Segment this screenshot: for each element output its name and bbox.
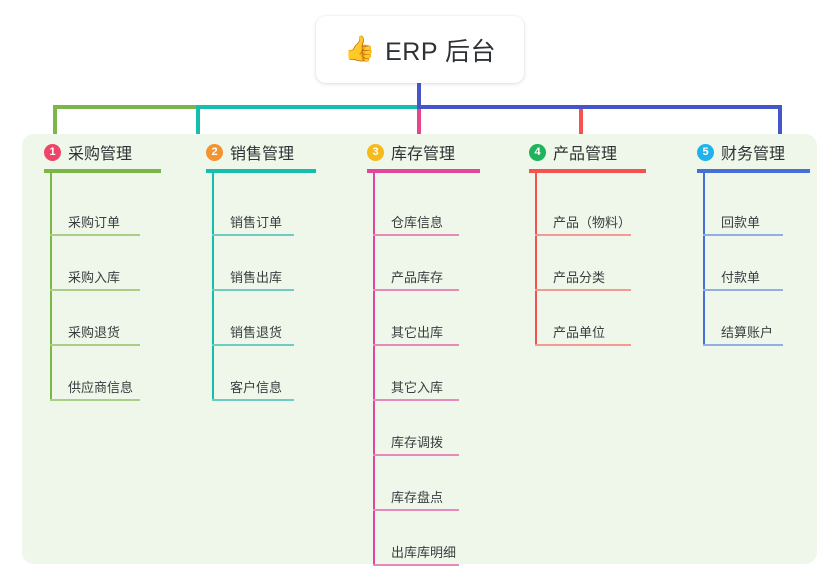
branch-item-label: 库存调拨 [391,435,444,450]
connector-stub-2 [196,109,200,139]
branch-index-badge: 1 [44,143,61,161]
branch-header-rule [44,169,161,173]
branch-header-5[interactable]: 5 财务管理 [697,140,785,164]
branch-item-rule [703,344,783,346]
branch-item-rule [535,234,631,236]
branch-header-4[interactable]: 4 产品管理 [529,140,617,164]
branch-spine [212,173,214,399]
connector-stub-4 [579,109,583,139]
branch-item-rule [373,289,459,291]
thumbs-up-icon: 👍 [343,35,376,63]
root-trunk-connector [417,83,421,109]
branch-item-label: 库存盘点 [391,490,444,505]
branch-header-rule [697,169,810,173]
connector-bar-segment-3 [417,105,782,109]
branch-index-badge: 4 [529,143,546,161]
branch-item-rule [373,454,459,456]
branch-item-label: 客户信息 [230,380,283,395]
branch-spine [703,173,705,344]
branch-item-label: 供应商信息 [68,380,134,395]
branch-item-label: 采购入库 [68,270,121,285]
branch-spine [50,173,52,399]
branch-item-label: 出库库明细 [391,545,457,560]
branch-title: 库存管理 [391,146,456,163]
branch-index-badge: 5 [697,143,714,161]
connector-bar-segment-1 [53,105,198,109]
branch-header-rule [529,169,646,173]
branch-spine [535,173,537,344]
branch-item-rule [703,234,783,236]
branch-item-rule [373,564,459,566]
branch-item-label: 销售出库 [230,270,283,285]
branch-index-badge: 3 [367,143,384,161]
branch-item-rule [535,344,631,346]
branch-item-label: 产品分类 [553,270,606,285]
branch-item-rule [535,289,631,291]
branch-item-rule [50,234,140,236]
branch-item-label: 仓库信息 [391,215,444,230]
branch-item-rule [373,399,459,401]
branch-header-rule [367,169,480,173]
branch-item-rule [703,289,783,291]
branch-panel [22,134,817,564]
branch-item-rule [212,234,294,236]
connector-stub-5 [778,109,782,139]
branch-header-1[interactable]: 1 采购管理 [44,140,132,164]
branch-title: 产品管理 [553,146,618,163]
branch-item-label: 产品（物料） [553,215,632,230]
branch-title: 销售管理 [230,146,295,163]
branch-title: 采购管理 [68,146,133,163]
branch-item-label: 产品库存 [391,270,444,285]
root-title: ERP 后台 [385,37,497,66]
branch-item-label: 付款单 [721,270,761,285]
branch-item-label: 采购订单 [68,215,121,230]
connector-bar-segment-2 [196,105,419,109]
branch-header-3[interactable]: 3 库存管理 [367,140,455,164]
branch-item-rule [50,289,140,291]
branch-item-label: 销售订单 [230,215,283,230]
branch-item-rule [212,344,294,346]
branch-item-label: 销售退货 [230,325,283,340]
root-node[interactable]: 👍 ERP 后台 [316,16,524,83]
connector-stub-3 [417,109,421,139]
branch-item-label: 采购退货 [68,325,121,340]
branch-item-rule [50,344,140,346]
connector-stub-1 [53,109,57,139]
branch-item-label: 结算账户 [721,325,774,340]
branch-item-label: 其它入库 [391,380,444,395]
branch-item-label: 产品单位 [553,325,606,340]
branch-header-rule [206,169,316,173]
branch-item-rule [373,509,459,511]
branch-header-2[interactable]: 2 销售管理 [206,140,294,164]
branch-item-label: 其它出库 [391,325,444,340]
branch-item-rule [50,399,140,401]
branch-item-rule [373,234,459,236]
branch-item-rule [373,344,459,346]
branch-item-rule [212,289,294,291]
branch-item-label: 回款单 [721,215,761,230]
branch-title: 财务管理 [721,146,786,163]
branch-index-badge: 2 [206,143,223,161]
branch-spine [373,173,375,564]
branch-item-rule [212,399,294,401]
